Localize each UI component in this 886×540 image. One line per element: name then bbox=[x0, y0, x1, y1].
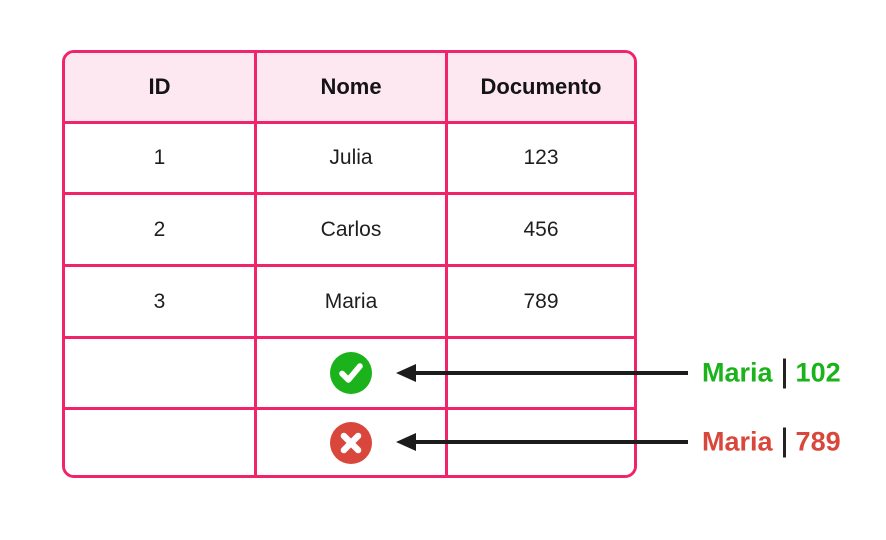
annotation-value: 102 bbox=[795, 357, 841, 388]
annotation-success: Maria 102 bbox=[702, 358, 841, 389]
arrowhead-left-icon bbox=[396, 364, 416, 382]
annotation-name: Maria bbox=[702, 357, 773, 388]
separator-bar bbox=[782, 358, 786, 388]
annotation-name: Maria bbox=[702, 426, 773, 457]
table-cell-empty bbox=[65, 339, 257, 410]
table-cell-documento: 123 bbox=[448, 124, 634, 195]
data-table: ID Nome Documento 1 Julia 123 2 Carlos 4… bbox=[62, 50, 637, 478]
column-header-nome: Nome bbox=[257, 53, 448, 124]
table-cell-nome: Julia bbox=[257, 124, 448, 195]
table-cell-id: 3 bbox=[65, 267, 257, 339]
table-cell-documento: 789 bbox=[448, 267, 634, 339]
table-cell-nome: Carlos bbox=[257, 195, 448, 267]
annotation-value: 789 bbox=[795, 426, 841, 457]
arrowhead-left-icon bbox=[396, 433, 416, 451]
column-header-documento: Documento bbox=[448, 53, 634, 124]
check-circle-icon bbox=[330, 352, 372, 394]
separator-bar bbox=[782, 427, 786, 457]
annotation-error: Maria 789 bbox=[702, 427, 841, 458]
table-cell-documento: 456 bbox=[448, 195, 634, 267]
arrow-line bbox=[410, 440, 688, 444]
arrow-to-check bbox=[396, 363, 688, 383]
table-cell-empty bbox=[65, 410, 257, 475]
arrow-line bbox=[410, 371, 688, 375]
table-cell-nome: Maria bbox=[257, 267, 448, 339]
table-cell-id: 1 bbox=[65, 124, 257, 195]
x-circle-icon bbox=[330, 421, 372, 464]
arrow-to-x bbox=[396, 432, 688, 452]
table-cell-id: 2 bbox=[65, 195, 257, 267]
column-header-id: ID bbox=[65, 53, 257, 124]
